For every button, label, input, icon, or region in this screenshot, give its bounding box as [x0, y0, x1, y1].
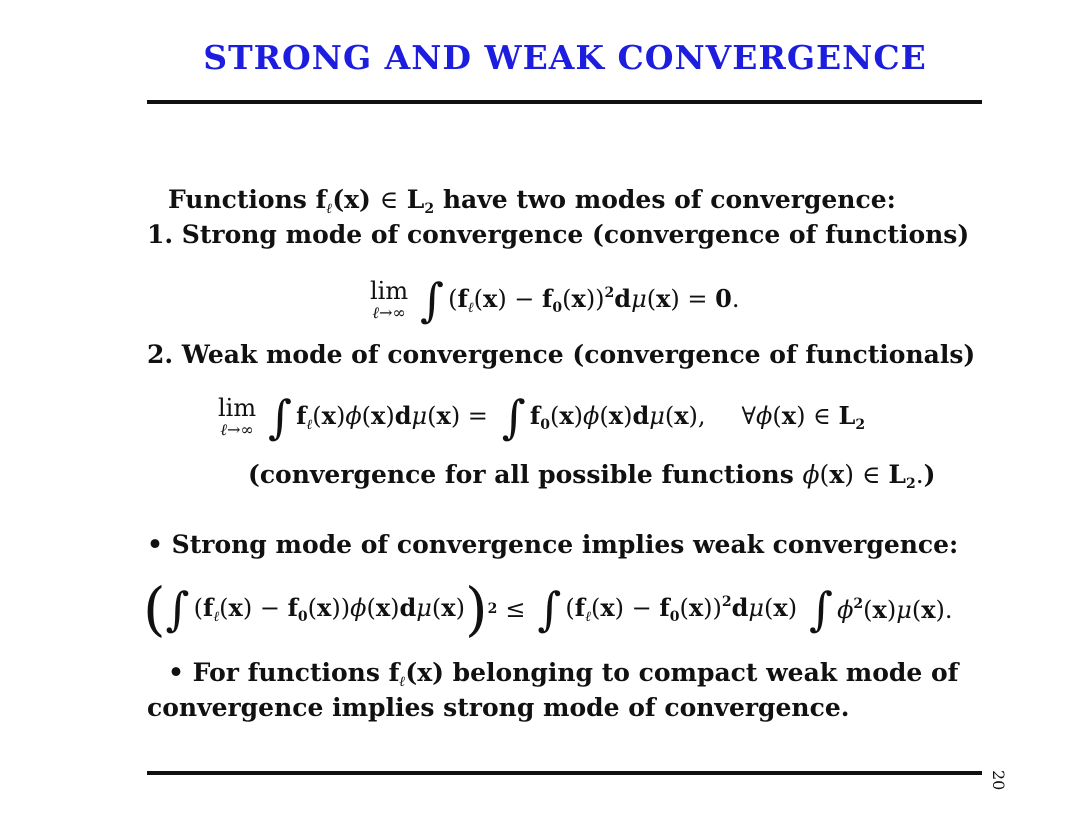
page-number: 20 [989, 770, 1008, 791]
bullet-compact-weak-implies-strong: • For functions fℓ(x) belonging to compa… [168, 658, 958, 691]
bottom-rule [147, 771, 982, 775]
strong-mode-label: 1. Strong mode of convergence (convergen… [147, 220, 970, 249]
bullet2-line2: convergence implies strong mode of conve… [147, 693, 850, 722]
inequality-equation: ( ∫ (fℓ(x) − f0(x))ϕ(x)dμ(x) )2 ≤ ∫ (fℓ(… [143, 575, 953, 643]
weak-note-post: ) [923, 460, 936, 489]
weak-note-pre: (convergence for all possible functions [248, 460, 803, 489]
top-rule [147, 100, 982, 104]
weak-mode-note: (convergence for all possible functions … [248, 460, 936, 492]
weak-note-math: ϕ(x) ∈ L2. [802, 460, 924, 492]
bullet2-post: belonging to compact weak mode of [443, 658, 959, 687]
bullet-strong-implies-weak: • Strong mode of convergence implies wea… [147, 530, 959, 559]
bullet2-math: fℓ(x) [388, 658, 444, 690]
intro-pre: Functions [168, 185, 316, 214]
slide-title: STRONG AND WEAK CONVERGENCE [203, 38, 927, 77]
intro-math: fℓ(x) ∈ L2 [315, 185, 435, 217]
bullet2-pre: • For functions [168, 658, 389, 687]
intro-post: have two modes of convergence: [434, 185, 896, 214]
weak-mode-label: 2. Weak mode of convergence (convergence… [147, 340, 976, 369]
intro-line: Functions fℓ(x) ∈ L2 have two modes of c… [168, 185, 896, 218]
